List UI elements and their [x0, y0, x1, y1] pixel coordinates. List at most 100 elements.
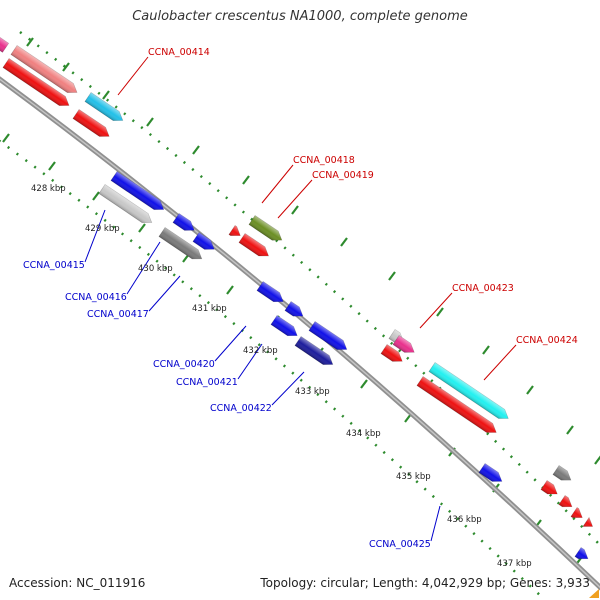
gene-label-CCNA_00416: CCNA_00416	[65, 292, 127, 303]
gene-red-outer-b-shade	[72, 109, 110, 137]
gene-label-CCNA_00420: CCNA_00420	[153, 359, 215, 370]
scale-label: 431 kbp	[192, 304, 227, 314]
pointer-line-CCNA_00418	[261, 164, 294, 204]
pointer-line-CCNA_00421	[237, 343, 263, 380]
gene-red-right-c	[570, 507, 583, 518]
inner-tick-mark	[92, 191, 100, 201]
outer-tick-mark	[102, 90, 110, 100]
gene-ccna-00422-navy	[294, 336, 334, 365]
accession-text: Accession: NC_011916	[9, 576, 146, 590]
inner-tick-mark	[2, 133, 10, 143]
gene-ccna-00424-red	[416, 376, 497, 433]
outer-tick-mark	[192, 145, 200, 155]
outer-tick-mark	[482, 345, 490, 355]
gene-ccna-00414-sky	[84, 92, 124, 121]
gene-ccna-00415-silver	[98, 184, 153, 223]
gene-red-small-shade	[238, 233, 269, 256]
outer-tick-mark	[436, 307, 444, 317]
topology-text: Topology: circular; Length: 4,042,929 bp…	[260, 576, 590, 590]
gene-blue-inner-c-shade	[284, 301, 303, 317]
pointer-line-CCNA_00425	[430, 505, 441, 542]
gene-red-outer-b	[72, 109, 110, 137]
gene-ccna-00419-red-small	[228, 225, 241, 236]
outer-tick-mark	[242, 175, 250, 185]
gene-ccna-00416-blue	[172, 213, 195, 231]
gene-red-right-b	[558, 495, 573, 508]
gene-label-CCNA_00418: CCNA_00418	[293, 155, 355, 166]
gene-blue-inner-b	[192, 232, 215, 250]
genome-backbone-line	[0, 76, 600, 591]
gene-label-CCNA_00421: CCNA_00421	[176, 377, 238, 388]
gene-ccna-00419-red-small-shade	[228, 225, 241, 236]
gene-ccna-00420-blue-shade	[256, 281, 284, 302]
gene-features	[0, 35, 594, 560]
gene-red-right-d-shade	[582, 517, 593, 527]
gene-ccna-00421-blue-shade	[270, 315, 298, 336]
gene-magenta-edge	[0, 35, 10, 53]
pointer-line-CCNA_00423	[419, 292, 453, 329]
inner-tick-mark	[138, 223, 146, 233]
pointer-line-CCNA_00414	[117, 56, 149, 96]
outer-tick-mark	[62, 62, 70, 72]
corner-icon	[589, 589, 599, 598]
gene-ccna-00424-cyan-shade	[428, 362, 509, 419]
inner-tick-mark	[48, 161, 56, 171]
outer-tick-mark	[291, 205, 299, 215]
gene-gray-right	[552, 465, 572, 481]
outer-tick-mark	[26, 37, 34, 47]
scale-label: 436 kbp	[447, 515, 482, 525]
gene-ccna-00414-pink	[10, 45, 78, 93]
gene-ccna-00425-blue-shade	[478, 463, 502, 482]
scale-label: 429 kbp	[85, 224, 120, 234]
gene-ccna-00418-olive	[248, 215, 283, 241]
gene-red-mid	[380, 344, 403, 362]
gene-gray-right-shade	[552, 465, 571, 481]
scale-label: 428 kbp	[31, 184, 66, 194]
inner-tick-mark	[360, 379, 368, 389]
gene-label-CCNA_00423: CCNA_00423	[452, 283, 514, 294]
gene-blue-inner-d	[308, 321, 348, 350]
scale-label: 437 kbp	[497, 559, 532, 569]
gene-ccna-00423-magenta	[392, 335, 415, 353]
gene-blue-inner-d-shade	[308, 321, 347, 350]
pointer-line-CCNA_00422	[271, 371, 305, 406]
gene-ccna-00425-blue	[478, 463, 503, 482]
scale-label: 432 kbp	[243, 346, 278, 356]
gene-label-CCNA_00419: CCNA_00419	[312, 170, 374, 181]
gene-blue-inner-c	[284, 301, 304, 317]
gene-ccna-00424-red-shade	[416, 376, 497, 433]
gene-ccna-00424-cyan	[428, 362, 509, 419]
gene-ccna-00416-blue-shade	[172, 213, 195, 231]
gene-red-right-b-shade	[558, 495, 572, 507]
pointer-line-CCNA_00420	[214, 325, 247, 362]
gene-blue-inner-a-shade	[110, 171, 164, 210]
gene-blue-inner-a	[110, 171, 165, 210]
outer-tick-mark	[526, 385, 534, 395]
inner-tick-mark	[226, 285, 234, 295]
outer-tick-mark	[146, 117, 154, 127]
gene-red-right-c-shade	[570, 507, 583, 518]
gene-red-right-d	[582, 516, 594, 527]
gene-blue-inner-e-shade	[574, 547, 588, 559]
pointer-line-CCNA_00415	[84, 209, 106, 263]
gene-red-right-a-shade	[540, 480, 558, 495]
gene-label-CCNA_00422: CCNA_00422	[210, 403, 272, 414]
outer-tick-mark	[388, 271, 396, 281]
gene-ccna-00417-gray-shade	[158, 227, 202, 259]
gene-red-outer-a	[2, 58, 70, 106]
pointer-line-CCNA_00424	[483, 344, 517, 381]
pointer-line-CCNA_00419	[277, 179, 313, 219]
outer-tick-mark	[594, 455, 600, 465]
scale-label: 433 kbp	[295, 387, 330, 397]
gene-red-right-a	[540, 480, 558, 495]
gene-ccna-00421-blue	[270, 315, 298, 337]
scale-dotted-lines	[0, 31, 600, 600]
gene-label-CCNA_00414: CCNA_00414	[148, 47, 210, 58]
dotted-scale-line-inner	[0, 139, 546, 600]
gene-blue-inner-b-shade	[192, 232, 215, 250]
gene-magenta-edge-shade	[0, 35, 9, 53]
gene-ccna-00423-magenta-shade	[392, 335, 415, 353]
map-title: Caulobacter crescentus NA1000, complete …	[132, 9, 468, 24]
